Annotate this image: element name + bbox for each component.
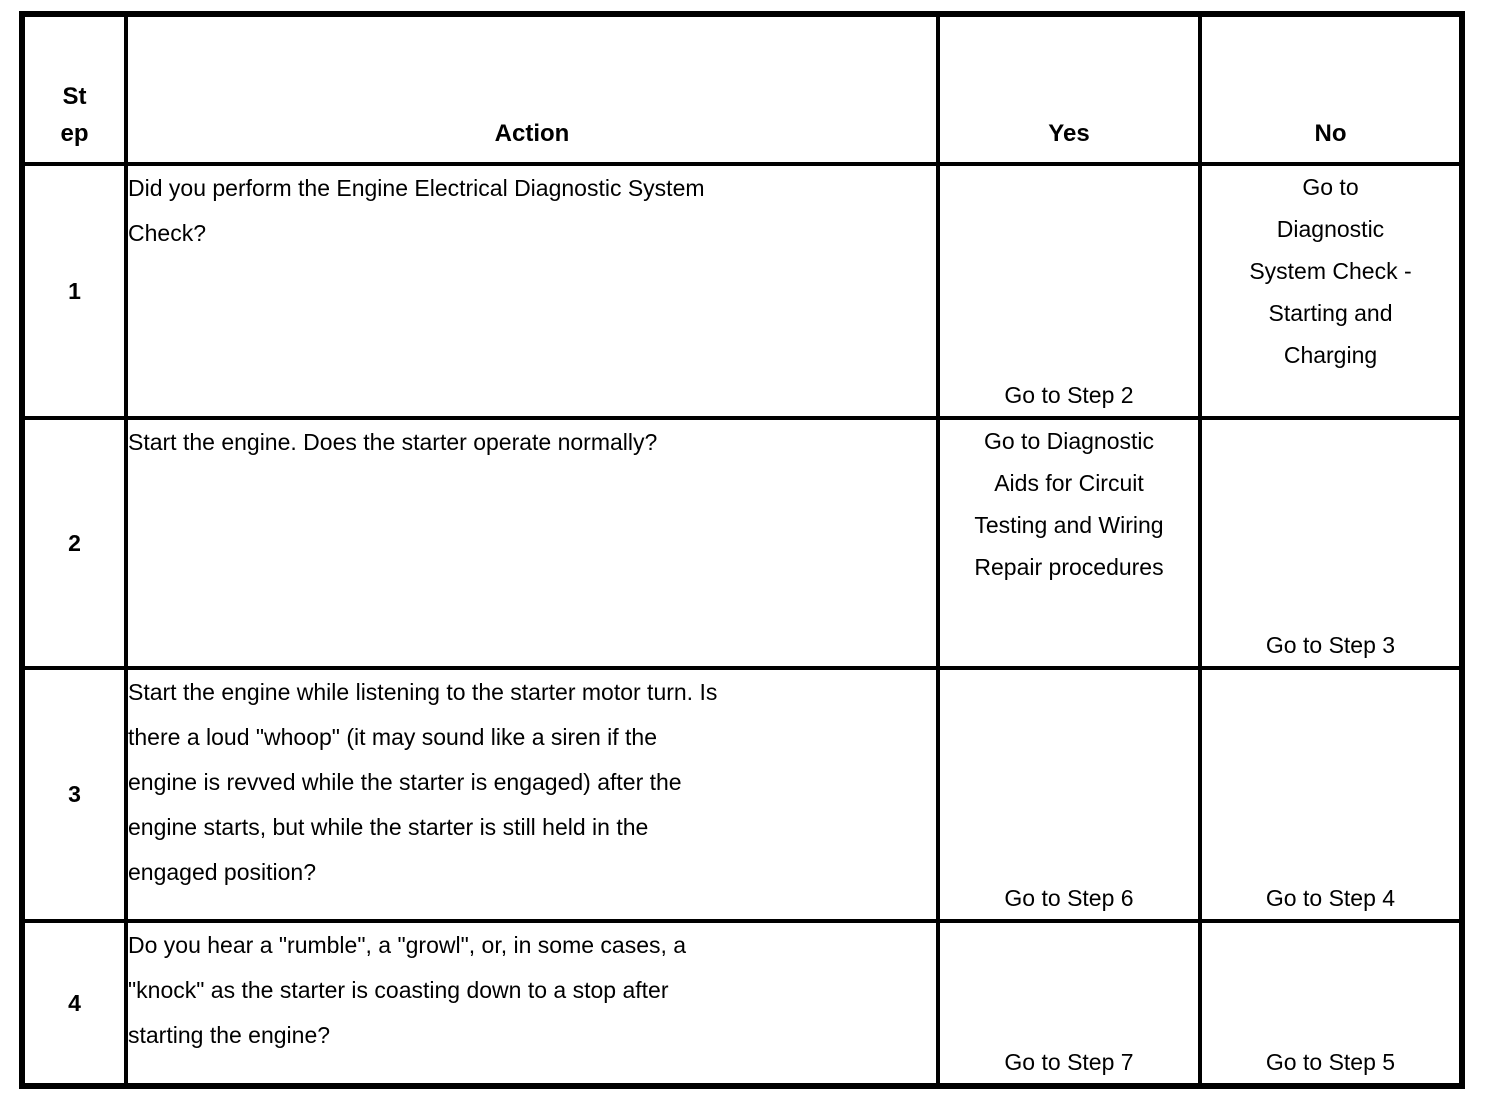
no-cell: Go to Step 3	[1198, 416, 1464, 670]
step-number: 1	[20, 162, 128, 420]
table-row-step-1: 1 Did you perform the Engine Electrical …	[20, 162, 1464, 420]
step-number: 3	[20, 666, 128, 923]
header-row: St ep Action Yes No	[20, 12, 1464, 166]
step-number: 2	[20, 416, 128, 670]
action-cell: Start the engine while listening to the …	[124, 666, 940, 923]
yes-cell: Go to Step 6	[936, 666, 1202, 923]
action-cell: Did you perform the Engine Electrical Di…	[124, 162, 940, 420]
yes-cell: Go to Step 2	[936, 162, 1202, 420]
table-row-step-3: 3 Start the engine while listening to th…	[20, 666, 1464, 923]
action-column-header: Action	[124, 12, 940, 166]
no-cell: Go to Step 4	[1198, 666, 1464, 923]
table-row-step-2: 2 Start the engine. Does the starter ope…	[20, 416, 1464, 670]
action-cell: Start the engine. Does the starter opera…	[124, 416, 940, 670]
yes-cell: Go to Step 7	[936, 919, 1202, 1088]
no-cell: Go to Diagnostic System Check - Starting…	[1198, 162, 1464, 420]
step-number: 4	[20, 919, 128, 1088]
yes-column-header: Yes	[936, 12, 1202, 166]
table-row-step-4: 4 Do you hear a "rumble", a "growl", or,…	[20, 919, 1464, 1088]
yes-cell: Go to Diagnostic Aids for Circuit Testin…	[936, 416, 1202, 670]
no-cell: Go to Step 5	[1198, 919, 1464, 1088]
diagnostic-table: St ep Action Yes No 1 Did you perform th…	[19, 11, 1465, 1089]
no-column-header: No	[1198, 12, 1464, 166]
action-cell: Do you hear a "rumble", a "growl", or, i…	[124, 919, 940, 1088]
step-column-header: St ep	[20, 12, 128, 166]
